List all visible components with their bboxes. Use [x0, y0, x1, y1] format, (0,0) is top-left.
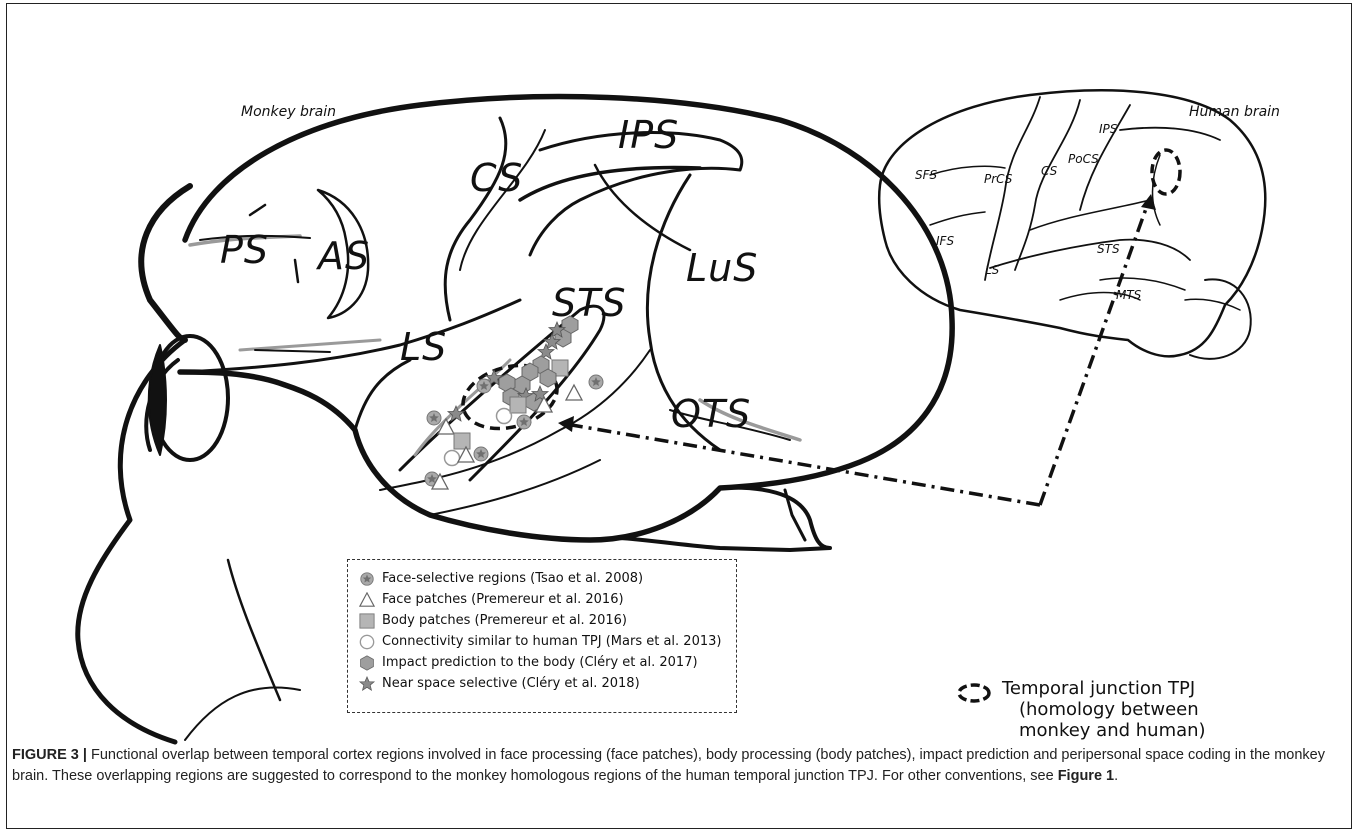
legend-item: Near space selective (Cléry et al. 2018) — [358, 673, 726, 694]
human-label-ips: IPS — [1099, 122, 1117, 136]
legend-item-label: Impact prediction to the body (Cléry et … — [382, 655, 698, 670]
human-label-sfs: SFS — [915, 168, 937, 182]
legend-item: Face-selective regions (Tsao et al. 2008… — [358, 568, 726, 589]
square-icon — [358, 613, 376, 629]
tpj-label-line1: Temporal junction TPJ — [1002, 678, 1206, 699]
monkey-brain-title: Monkey brain — [241, 104, 336, 120]
label-ots: OTS — [671, 392, 751, 436]
figure-caption: FIGURE 3 | Functional overlap between te… — [12, 745, 1342, 787]
human-label-prcs: PrCS — [984, 172, 1012, 186]
human-label-pocs: PoCS — [1068, 152, 1099, 166]
region-markers — [425, 316, 603, 489]
face-selective-icon — [358, 571, 376, 587]
circle-icon — [358, 634, 376, 650]
legend-item-label: Body patches (Premereur et al. 2016) — [382, 613, 627, 628]
legend-item-label: Face-selective regions (Tsao et al. 2008… — [382, 571, 643, 586]
human-label-sts: STS — [1097, 242, 1120, 256]
triangle-icon — [358, 592, 376, 608]
lateral-sulcus — [185, 300, 520, 372]
human-label-ls: LS — [985, 263, 999, 277]
label-sts: STS — [552, 281, 626, 325]
tpj-arrow-to-human — [1040, 203, 1148, 505]
human-tpj-region — [1152, 150, 1180, 194]
figure-reference-link[interactable]: Figure 1 — [1058, 768, 1114, 784]
hexagon-icon — [358, 655, 376, 671]
tpj-label-line3: monkey and human) — [1002, 720, 1206, 741]
tpj-label-line2: (homology between — [1002, 699, 1206, 720]
central-sulcus — [445, 118, 506, 320]
legend-item: Body patches (Premereur et al. 2016) — [358, 610, 726, 631]
human-label-mts: MTS — [1116, 288, 1141, 302]
monkey-head-outline — [141, 186, 190, 340]
legend-item-label: Connectivity similar to human TPJ (Mars … — [382, 634, 721, 649]
human-label-cs: CS — [1041, 164, 1057, 178]
star-icon — [358, 676, 376, 692]
human-brain-title: Human brain — [1189, 104, 1280, 120]
legend-item: Connectivity similar to human TPJ (Mars … — [358, 631, 726, 652]
label-cs: CS — [470, 156, 523, 200]
figure-label: FIGURE 3 | — [12, 747, 87, 763]
monkey-face-outline — [78, 340, 185, 742]
legend-item: Impact prediction to the body (Cléry et … — [358, 652, 726, 673]
tpj-label: Temporal junction TPJ (homology between … — [1002, 678, 1206, 741]
label-ps: PS — [220, 228, 269, 272]
legend-item: Face patches (Premereur et al. 2016) — [358, 589, 726, 610]
label-lus: LuS — [686, 246, 758, 290]
label-ips: IPS — [618, 113, 679, 157]
label-as: AS — [318, 234, 370, 278]
legend-item-label: Near space selective (Cléry et al. 2018) — [382, 676, 640, 691]
caption-end: . — [1114, 768, 1118, 784]
human-label-ifs: IFS — [936, 234, 954, 248]
legend-item-label: Face patches (Premereur et al. 2016) — [382, 592, 624, 607]
legend: Face-selective regions (Tsao et al. 2008… — [347, 559, 737, 713]
caption-text: Functional overlap between temporal cort… — [12, 747, 1325, 784]
tpj-legend-ellipse — [959, 685, 989, 701]
tpj-arrow-to-monkey — [566, 424, 1040, 505]
label-ls: LS — [400, 325, 447, 369]
cerebellum — [620, 488, 830, 550]
